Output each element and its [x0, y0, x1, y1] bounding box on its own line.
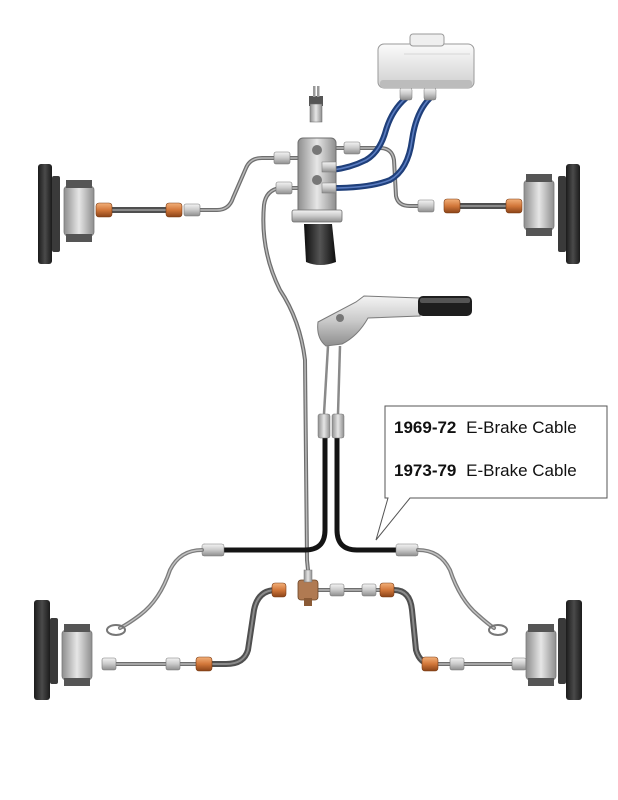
- rear-right-drum: [566, 600, 582, 700]
- front-left-drum: [38, 164, 52, 264]
- rear-tee-block: [297, 569, 319, 606]
- rear-right-wheel-cylinder: [525, 629, 557, 681]
- front-left-wheel-assembly: [38, 164, 95, 264]
- callout-line-2: 1973-79 E-Brake Cable: [394, 461, 577, 480]
- master-cylinder-boot: [304, 224, 336, 265]
- front-right-hard-line: [334, 146, 432, 208]
- ebrake-cable-right: [334, 433, 401, 553]
- ebrake-cable-left: [217, 433, 328, 553]
- front-right-wheel-cylinder: [523, 179, 555, 231]
- steel-fittings: [101, 141, 527, 671]
- callout-box: [375, 405, 608, 541]
- callout-line-2-label: E-Brake Cable: [466, 461, 577, 480]
- rear-left-wheel-assembly: [34, 600, 93, 700]
- callout-line-1: 1969-72 E-Brake Cable: [394, 418, 577, 437]
- rear-left-wheel-cylinder: [61, 629, 93, 681]
- callout-line-2-years: 1973-79: [394, 461, 456, 480]
- brake-light-switch: [309, 86, 323, 123]
- copper-fittings: [95, 198, 523, 672]
- e-brake-cable-callout: 1969-72 E-Brake Cable 1973-79 E-Brake Ca…: [375, 405, 608, 541]
- hard-brake-lines: [108, 146, 526, 666]
- callout-line-1-label: E-Brake Cable: [466, 418, 577, 437]
- rear-hard-line: [261, 186, 311, 582]
- callout-line-1-years: 1969-72: [394, 418, 456, 437]
- flex-hoses: [105, 203, 515, 667]
- front-right-drum: [566, 164, 580, 264]
- rear-left-drum: [34, 600, 50, 700]
- front-right-wheel-assembly: [523, 164, 580, 264]
- e-brake-cables: [106, 413, 508, 636]
- rear-right-wheel-assembly: [525, 600, 582, 700]
- front-left-wheel-cylinder: [63, 185, 95, 237]
- reservoir-hoses: [329, 87, 437, 191]
- e-brake-handle: [317, 295, 472, 415]
- brake-fluid-reservoir: [377, 33, 475, 89]
- master-cylinder: [291, 86, 343, 265]
